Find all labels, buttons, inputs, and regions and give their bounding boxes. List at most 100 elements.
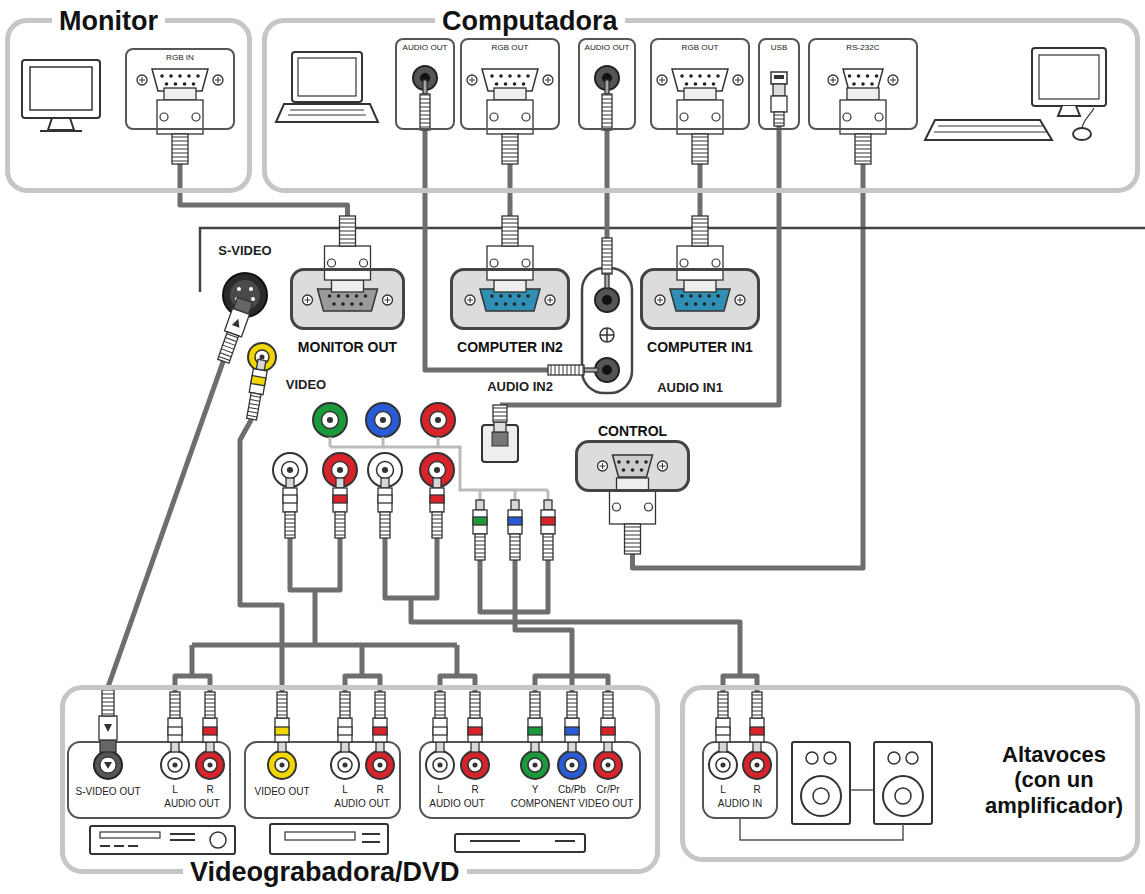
plug-grip xyxy=(625,539,641,540)
jack xyxy=(594,751,622,779)
plug-grip xyxy=(493,408,507,409)
usb-a-port xyxy=(771,72,787,84)
plug-grip xyxy=(692,161,708,162)
db-pin xyxy=(526,74,530,78)
connector-label: Y xyxy=(532,784,539,795)
plug-grip xyxy=(530,711,540,712)
port-label: AUDIO OUT xyxy=(580,40,634,53)
keyboard xyxy=(925,120,1052,140)
db-screw-cross xyxy=(660,463,666,469)
plug-grip xyxy=(502,243,518,244)
monitor-screen xyxy=(30,67,92,110)
plug-grip xyxy=(567,695,577,696)
jack-pin xyxy=(327,417,333,423)
usb-a-tongue xyxy=(774,75,784,79)
cable-plug xyxy=(283,478,297,538)
jack xyxy=(709,751,737,779)
cable-plug xyxy=(430,478,444,538)
connector-label: VIDEO xyxy=(286,378,326,392)
jack xyxy=(313,403,347,437)
plug-part xyxy=(774,112,784,126)
plug-grip xyxy=(250,400,260,402)
plug-grip xyxy=(567,715,577,716)
plug-grip xyxy=(221,349,232,353)
plug-grip xyxy=(249,407,259,409)
jack xyxy=(366,751,394,779)
plug-grip xyxy=(692,219,708,220)
plug-grip xyxy=(420,119,430,120)
plug-screw xyxy=(192,113,200,121)
jack-hole xyxy=(375,412,392,429)
plug-grip xyxy=(625,535,641,536)
db-pin xyxy=(689,294,693,298)
cable xyxy=(240,419,282,692)
plug-part xyxy=(716,727,730,735)
plug-grip xyxy=(855,145,871,146)
cable-plug xyxy=(548,365,598,375)
plug-grip xyxy=(220,353,231,357)
cable-plug xyxy=(168,692,182,752)
plug-part xyxy=(471,742,479,752)
db-pin xyxy=(716,294,720,298)
plug-part xyxy=(847,88,879,100)
projector-port: COMPUTER IN2 xyxy=(450,268,570,330)
plug-grip xyxy=(420,95,430,96)
plug-grip xyxy=(435,715,445,716)
plug-part xyxy=(677,246,723,280)
plug-grip xyxy=(602,253,612,254)
plug-grip xyxy=(602,115,612,116)
plug-grip xyxy=(340,239,356,240)
plug-part xyxy=(247,393,261,420)
plug-grip xyxy=(603,711,613,712)
db-pin xyxy=(346,294,350,298)
jack-hole xyxy=(275,758,289,772)
db-screw-cross xyxy=(305,297,311,303)
plug-grip xyxy=(774,115,784,116)
plug-part xyxy=(378,488,392,512)
plug-grip xyxy=(172,157,188,158)
plug-grip xyxy=(102,714,114,715)
plug-grip xyxy=(435,711,445,712)
plug-grip xyxy=(170,707,180,708)
plug-grip xyxy=(432,515,442,516)
plug-grip xyxy=(249,403,259,405)
db-pin xyxy=(328,294,332,298)
plug-part xyxy=(510,534,520,560)
plug-part xyxy=(750,718,764,742)
db-pin xyxy=(875,74,879,78)
plug-part xyxy=(468,727,482,735)
plug-screw xyxy=(522,113,530,121)
plug-part xyxy=(168,718,182,742)
db-screw xyxy=(733,75,743,85)
plug-part xyxy=(750,727,764,735)
db-screw-cross xyxy=(469,77,475,83)
plug-grip xyxy=(543,537,553,538)
plug-grip xyxy=(172,149,188,150)
db-pin xyxy=(522,82,526,86)
device-group: ComputadoraAUDIO OUTRGB OUTAUDIO OUTRGB … xyxy=(262,18,1140,193)
cable-plug xyxy=(487,88,533,164)
plug-grip xyxy=(435,695,445,696)
plug-part xyxy=(610,490,656,524)
plug-grip xyxy=(559,365,560,375)
plug-part xyxy=(508,510,522,534)
jack-pin xyxy=(720,762,725,767)
jack xyxy=(161,751,189,779)
db-pin xyxy=(703,302,707,306)
jack-hole xyxy=(430,412,447,429)
connector-label: AUDIO IN xyxy=(718,798,762,809)
desktop-stand xyxy=(1058,106,1080,116)
jack-pin xyxy=(434,467,440,473)
cable-plug xyxy=(601,692,615,752)
cable-plug xyxy=(602,80,612,130)
db-pin xyxy=(178,74,182,78)
db-screw-cross xyxy=(139,77,145,83)
plug-part xyxy=(753,742,761,752)
plug-part xyxy=(476,500,484,510)
speaker-tweeter xyxy=(888,752,900,764)
plug-grip xyxy=(502,153,518,154)
port-label: AUDIO OUT xyxy=(397,40,453,53)
connector-label: R xyxy=(471,784,478,795)
plug-grip xyxy=(225,338,236,342)
plug-grip xyxy=(692,145,708,146)
